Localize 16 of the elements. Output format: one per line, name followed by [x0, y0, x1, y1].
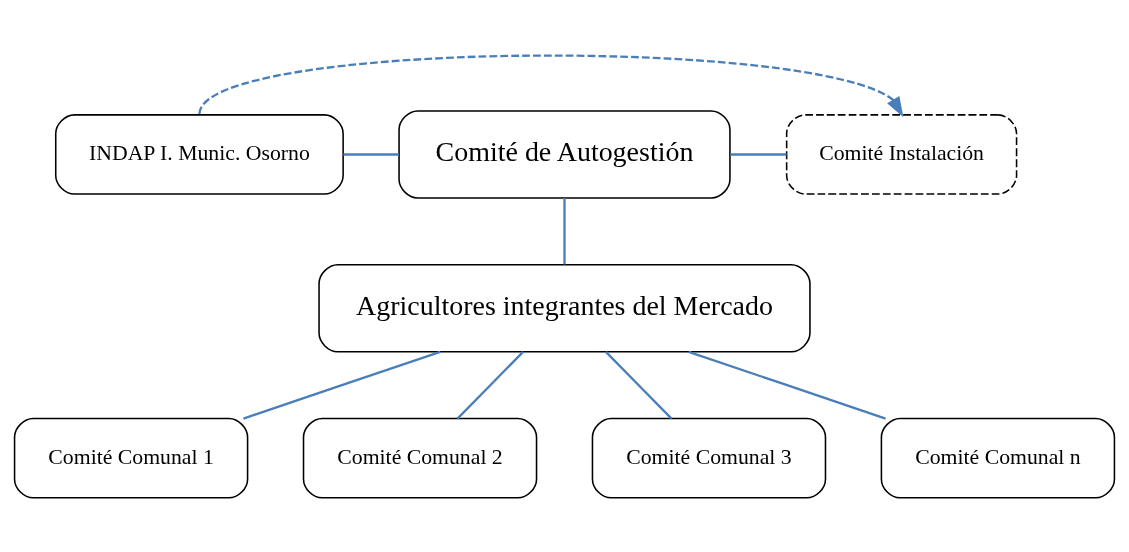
node-box: Comité Comunal n	[880, 417, 1116, 499]
arrow	[198, 54, 904, 117]
node-box: Comité Comunal 2	[302, 417, 538, 499]
node-box: Agricultores integrantes del Mercado	[318, 263, 811, 353]
node-box: Comité de Autogestión	[398, 109, 731, 199]
connector	[456, 350, 524, 419]
connector	[605, 350, 673, 419]
connector	[343, 152, 399, 156]
node-box: Comité Comunal 1	[13, 417, 249, 499]
connector	[243, 350, 441, 420]
node-box: Comité Instalación	[785, 113, 1018, 195]
node-box: INDAP I. Munic. Osorno	[54, 113, 344, 195]
connector	[688, 350, 886, 420]
connector	[730, 152, 787, 156]
connector	[563, 197, 566, 264]
node-box: Comité Comunal 3	[591, 417, 827, 499]
